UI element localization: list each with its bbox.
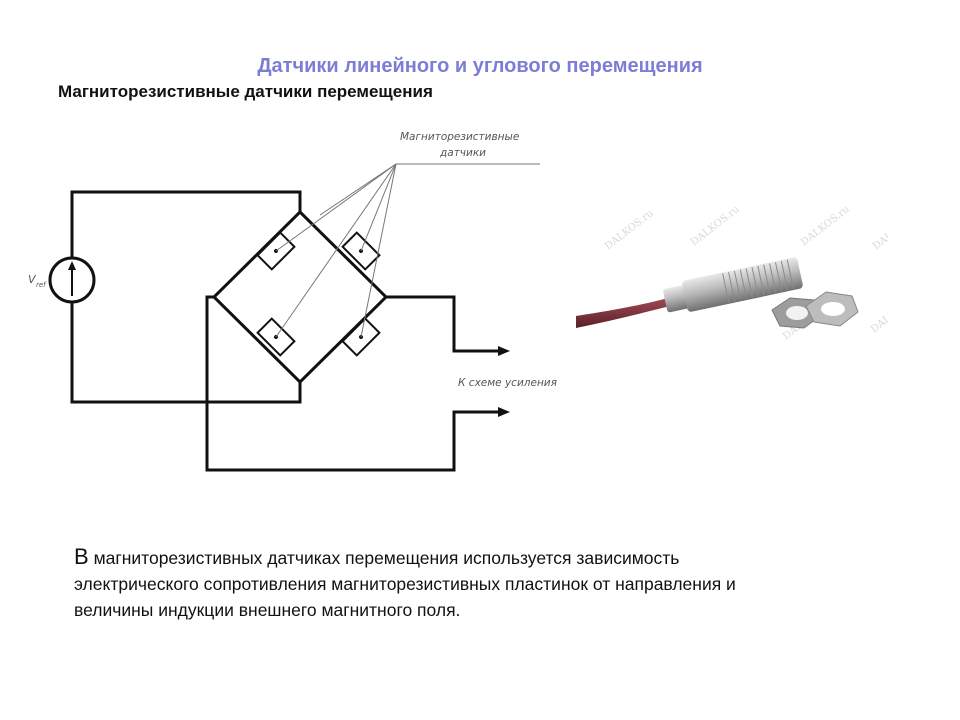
output-arrow-upper: [498, 346, 510, 356]
source-label: V: [28, 273, 37, 286]
callout-label-line1: Магниторезистивные: [400, 131, 519, 143]
description-text: В магниторезистивных датчиках перемещени…: [74, 544, 894, 623]
slide-title: Датчики линейного и углового перемещения: [257, 55, 703, 77]
sensor-body: [663, 257, 803, 313]
voltage-source: [48, 256, 96, 304]
description-line-1: магниторезистивных датчиках перемещения …: [93, 548, 680, 568]
description-line: В магниторезистивных датчиках перемещени…: [74, 544, 894, 571]
circuit-wires: [70, 190, 500, 472]
sensor-nuts: [771, 291, 859, 329]
sensor-photo: DALKOS.ru DALKOS.ru DALKOS.ru DALKOS.ru …: [576, 188, 888, 384]
slide-subtitle: Магниторезистивные датчики перемещения: [58, 82, 433, 101]
bridge-circuit-diagram: V ref Магниторезистивные дат: [28, 131, 557, 472]
source-label-sub: ref: [36, 281, 47, 289]
description-first-letter: В: [74, 544, 89, 569]
description-line-3: величины индукции внешнего магнитного по…: [74, 600, 461, 620]
output-arrow-lower: [498, 407, 510, 417]
description-line-2: электрического сопротивления магниторези…: [74, 574, 736, 594]
callout-label-line2: датчики: [439, 147, 486, 159]
sensor-cable: [576, 298, 670, 328]
output-label: К схеме усиления: [458, 377, 557, 389]
callout-leader-lines: [275, 163, 540, 338]
